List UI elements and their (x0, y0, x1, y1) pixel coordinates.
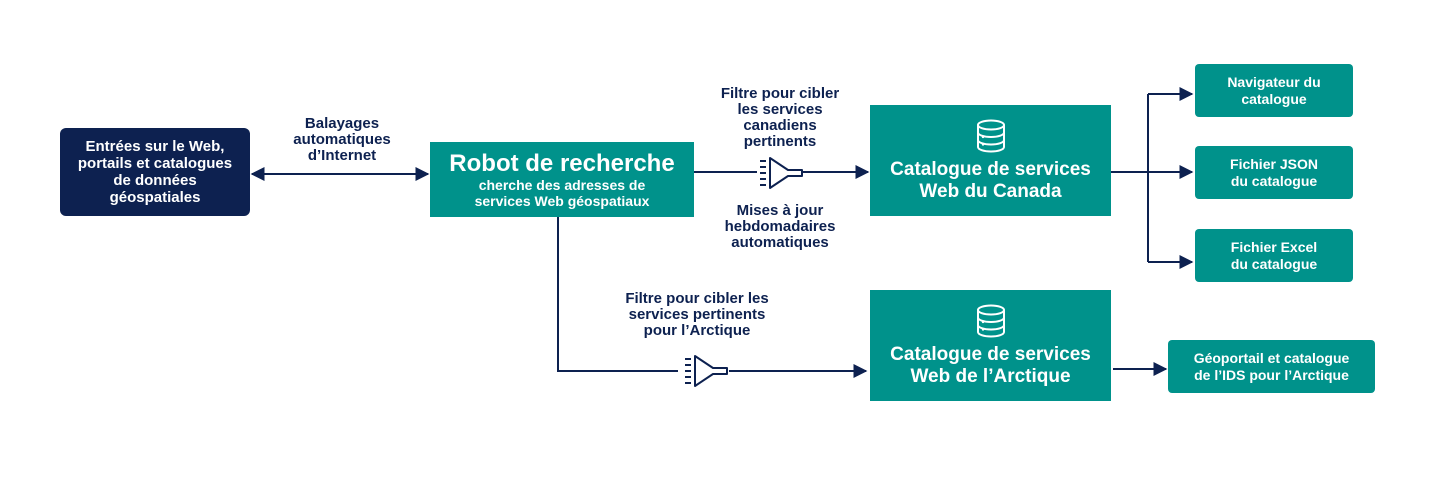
label-line: automatiques (293, 131, 391, 148)
label-line: pertinents (743, 133, 817, 150)
label-line: Filtre pour cibler (720, 85, 840, 102)
robot-to-arctic-filter (557, 217, 678, 372)
search-robot-box: Robot de recherche cherche des adresses … (430, 142, 694, 217)
label-line: services pertinents (628, 306, 766, 323)
web-sources-box: Entrées sur le Web, portails et catalogu… (60, 128, 250, 216)
canada-catalogue-line: Catalogue de services (890, 158, 1091, 180)
json-file-line: Fichier JSON (1230, 155, 1318, 172)
canada-catalogue-line: Web du Canada (919, 180, 1062, 202)
arctic-catalogue-box: Catalogue de services Web de l’Arctique (870, 290, 1111, 401)
label-line: les services (737, 101, 823, 118)
arctic-catalogue-line: Catalogue de services (890, 343, 1091, 365)
weekly-updates-label: Mises à jour hebdomadaires automatiques (700, 203, 860, 251)
web-sources-line: portails et catalogues (77, 155, 233, 172)
label-line: d’Internet (307, 147, 377, 164)
geoportal-line: de l’IDS pour l’Arctique (1194, 366, 1349, 383)
json-file-line: du catalogue (1230, 172, 1318, 189)
label-line: canadiens (743, 117, 817, 134)
label-line: automatiques (731, 234, 829, 251)
label-line: hebdomadaires (724, 218, 836, 235)
web-sources-line: de données (113, 172, 197, 189)
label-line: Mises à jour (736, 202, 824, 219)
label-line: Balayages (304, 115, 380, 132)
arctic-catalogue-line: Web de l’Arctique (910, 365, 1071, 387)
excel-file-line: du catalogue (1230, 255, 1318, 272)
json-file-box: Fichier JSON du catalogue (1195, 146, 1353, 199)
canada-filter-label: Filtre pour cibler les services canadien… (700, 86, 860, 150)
canada-catalogue-box: Catalogue de services Web du Canada (870, 105, 1111, 216)
catalogue-navigator-box: Navigateur du catalogue (1195, 64, 1353, 117)
navigator-line: Navigateur du (1227, 73, 1321, 90)
database-icon (976, 304, 1005, 337)
excel-file-box: Fichier Excel du catalogue (1195, 229, 1353, 282)
database-icon (976, 119, 1005, 152)
navigator-line: catalogue (1241, 90, 1307, 107)
arctic-geoportal-box: Géoportail et catalogue de l’IDS pour l’… (1168, 340, 1375, 393)
web-sources-line: géospatiales (109, 189, 201, 206)
arctic-filter-label: Filtre pour cibler les services pertinen… (606, 291, 788, 339)
robot-title: Robot de recherche (449, 149, 675, 177)
label-line: pour l’Arctique (643, 322, 751, 339)
funnel-filter-icon (760, 157, 803, 189)
internet-scans-label: Balayages automatiques d’Internet (272, 116, 412, 164)
web-sources-line: Entrées sur le Web, (85, 138, 225, 155)
excel-file-line: Fichier Excel (1230, 238, 1318, 255)
geoportal-line: Géoportail et catalogue (1193, 349, 1350, 366)
funnel-filter-icon (685, 355, 728, 387)
label-line: Filtre pour cibler les (625, 290, 769, 307)
robot-subtitle-line: cherche des adresses de (478, 176, 646, 193)
robot-subtitle-line: services Web géospatiaux (474, 192, 650, 209)
